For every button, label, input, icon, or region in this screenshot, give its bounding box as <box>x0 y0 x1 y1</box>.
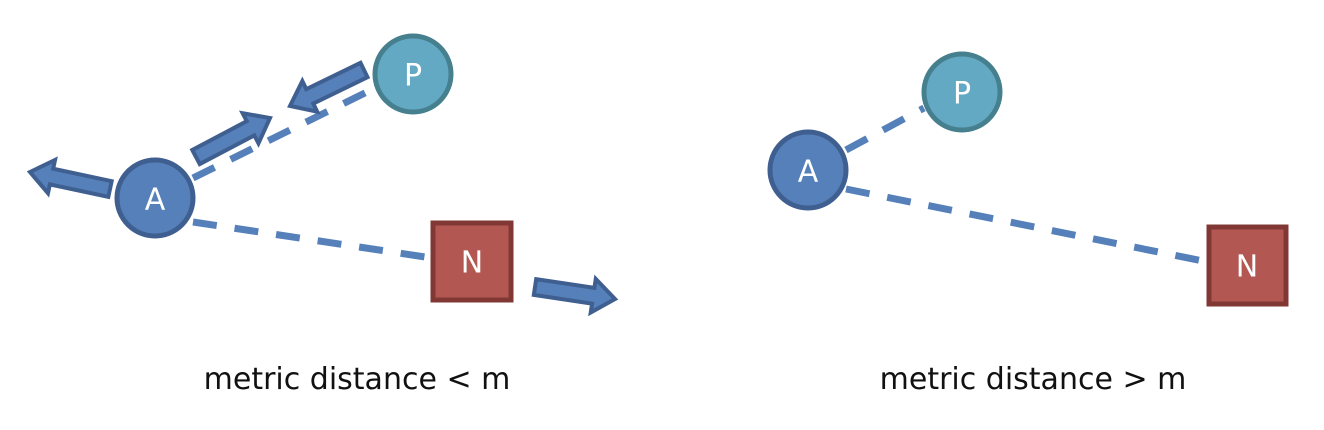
caption-right: metric distance > m <box>879 362 1187 397</box>
svg-text:A: A <box>798 155 819 190</box>
positive-node: P <box>372 33 454 115</box>
positive-pull-toward-anchor-arrow-icon <box>287 60 371 115</box>
negative-node: N <box>1206 224 1289 307</box>
anchor-push-away-arrow-icon <box>26 156 115 200</box>
svg-text:P: P <box>953 77 971 112</box>
svg-text:N: N <box>461 246 483 281</box>
svg-text:P: P <box>404 59 422 94</box>
anchor-node: A <box>114 157 196 239</box>
negative-push-away-arrow-icon <box>531 274 619 317</box>
panel-right: A P N <box>767 51 1289 307</box>
panel-left: A P N <box>26 33 619 317</box>
negative-node: N <box>430 220 514 303</box>
svg-text:A: A <box>145 183 166 218</box>
anchor-positive-dashed-line <box>844 104 926 154</box>
anchor-negative-dashed-line <box>192 218 433 262</box>
anchor-negative-dashed-line <box>845 185 1209 266</box>
anchor-pull-toward-positive-arrow-icon <box>189 110 273 167</box>
positive-node: P <box>921 51 1003 133</box>
svg-text:N: N <box>1236 250 1258 285</box>
anchor-positive-dashed-line <box>191 84 377 182</box>
caption-left: metric distance < m <box>203 362 511 397</box>
anchor-node: A <box>767 129 849 211</box>
